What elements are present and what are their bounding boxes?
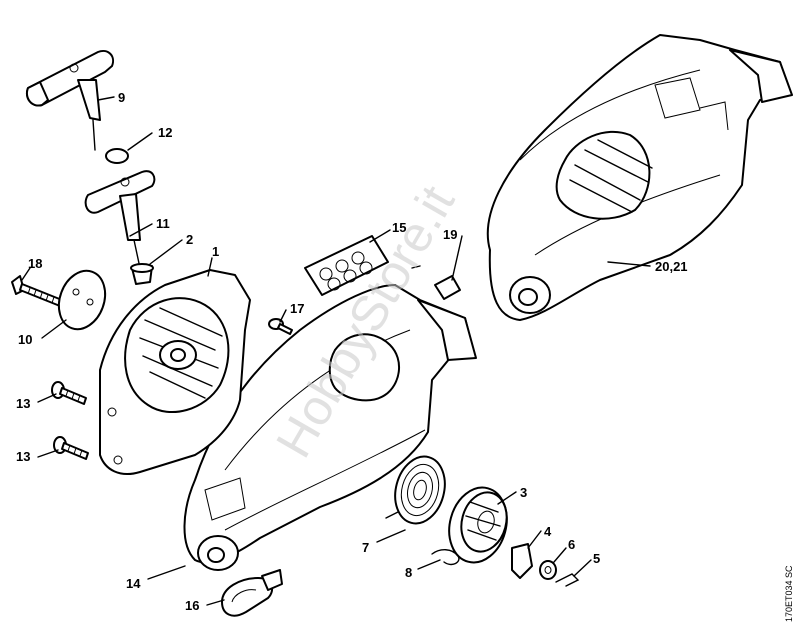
rope-guide-bush-2	[130, 263, 154, 285]
callout-labels: 9 12 11 2 1 18 10 13 13 17 15 19 20,21 1…	[16, 90, 688, 613]
fan-housing-20-21	[486, 34, 793, 321]
fan-housing-14	[183, 284, 477, 571]
screw-13-lower	[53, 436, 89, 460]
callout-11: 11	[156, 216, 170, 231]
drawing-code: 170ET034 SC	[784, 565, 794, 622]
screw-13-upper	[51, 381, 87, 405]
washer-plate-10	[57, 269, 107, 331]
callout-5: 5	[593, 551, 600, 566]
callout-16: 16	[185, 598, 199, 613]
starter-grip-9	[26, 50, 114, 151]
callout-19: 19	[443, 227, 457, 242]
callout-13-lower: 13	[16, 449, 30, 464]
label-19	[411, 265, 461, 300]
callout-7: 7	[362, 540, 369, 555]
pawl-4	[511, 543, 533, 579]
callout-10: 10	[18, 332, 32, 347]
fan-housing-1	[99, 269, 251, 475]
leader-lines	[21, 96, 651, 606]
callout-6: 6	[568, 537, 575, 552]
spring-clip-5	[555, 573, 580, 587]
callout-8: 8	[405, 565, 412, 580]
callout-12: 12	[158, 125, 172, 140]
callout-1: 1	[212, 244, 219, 259]
callout-17: 17	[290, 301, 304, 316]
decal-set-15	[304, 235, 389, 296]
grip-insert-12	[105, 148, 129, 164]
callout-3: 3	[520, 485, 527, 500]
rope-guide-16	[221, 569, 283, 617]
callout-14: 14	[126, 576, 141, 591]
starter-rope-8	[431, 549, 460, 566]
washer-6	[539, 560, 557, 580]
callout-4: 4	[544, 524, 552, 539]
starter-grip-11	[84, 170, 156, 269]
screw-18	[11, 275, 63, 307]
callout-18: 18	[28, 256, 42, 271]
callout-15: 15	[392, 220, 406, 235]
rope-rotor-3	[448, 486, 508, 564]
callout-2: 2	[186, 232, 193, 247]
callout-13-upper: 13	[16, 396, 30, 411]
callout-9: 9	[118, 90, 125, 105]
callout-20-21: 20,21	[655, 259, 688, 274]
rewind-spring-7	[385, 455, 446, 525]
